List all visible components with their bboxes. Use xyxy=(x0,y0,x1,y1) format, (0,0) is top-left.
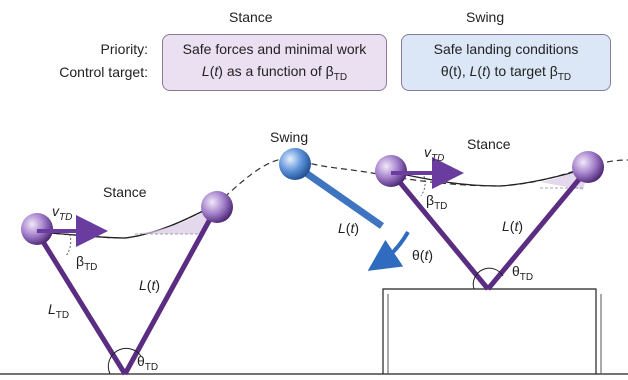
left-beta-arc xyxy=(65,233,72,257)
stance-trajectory-right xyxy=(391,167,591,187)
swing-column-title: Swing xyxy=(466,9,505,25)
step-block xyxy=(382,288,597,374)
swing-control-target-text: θ(t), L(t) to target βTD xyxy=(440,63,572,83)
swing-priority-text: Safe landing conditions xyxy=(433,41,579,57)
left-L-t-label: L(t) xyxy=(139,277,160,293)
right-beta-td-label: βTD xyxy=(426,192,447,212)
left-theta-td-label: θTD xyxy=(137,353,158,373)
swing-L-t-label: L(t) xyxy=(338,220,359,236)
swing-leg xyxy=(293,163,385,229)
right-trailing-leg xyxy=(391,172,490,291)
left-trailing-leg xyxy=(34,230,128,376)
stance-column-title: Stance xyxy=(229,9,273,25)
right-L-t-label: L(t) xyxy=(502,218,523,234)
stance-priority-text: Safe forces and minimal work xyxy=(182,41,367,57)
left-L-td-label: LTD xyxy=(48,301,69,321)
left-theta-arc xyxy=(107,347,142,375)
right-stance-label: Stance xyxy=(467,136,511,152)
priority-label: Priority: xyxy=(100,41,148,57)
stance-control-target-text: L(t) as a function of βTD xyxy=(201,63,348,83)
right-beta-arc xyxy=(420,175,426,197)
swing-mass xyxy=(279,148,311,180)
left-stance-label: Stance xyxy=(103,184,147,200)
swing-box: Safe landing conditions θ(t), L(t) to ta… xyxy=(401,34,611,91)
right-leading-mass xyxy=(572,151,604,183)
left-leading-mass xyxy=(201,191,233,223)
right-leading-leg xyxy=(486,169,588,291)
stance-wedge-left xyxy=(135,205,215,234)
swing-theta-arrow xyxy=(367,231,410,271)
stance-trajectory-left xyxy=(33,204,216,239)
control-target-label: Control target: xyxy=(59,64,148,80)
left-beta-td-label: βTD xyxy=(76,253,97,273)
swing-theta-t-label: θ(t) xyxy=(412,247,433,263)
right-v-td-label: vTD xyxy=(424,144,444,164)
right-theta-td-label: θTD xyxy=(512,263,533,283)
right-theta-arc xyxy=(472,267,504,290)
stance-box: Safe forces and minimal work L(t) as a f… xyxy=(162,34,387,91)
left-leading-leg xyxy=(122,208,218,376)
swing-label: Swing xyxy=(270,129,308,145)
left-v-td-label: vTD xyxy=(52,203,72,223)
